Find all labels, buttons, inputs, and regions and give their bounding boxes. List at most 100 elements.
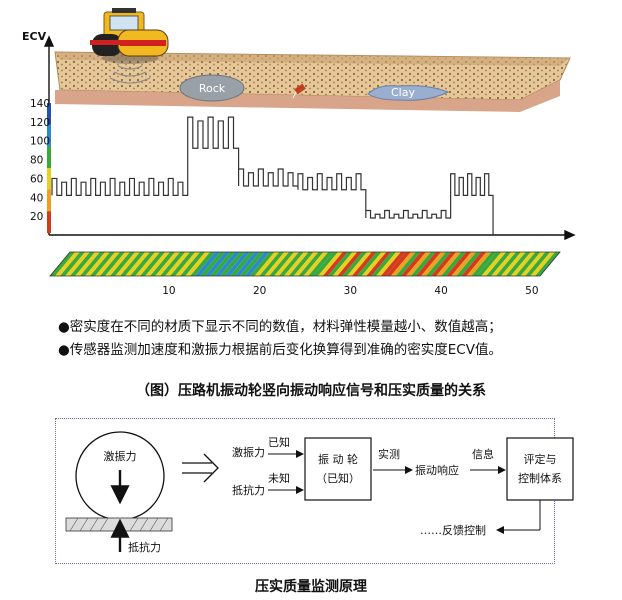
band-stripe <box>510 252 536 276</box>
band-stripe <box>244 252 270 276</box>
resist-force-label: 抵抗力 <box>128 540 161 554</box>
vibration-wave-icon <box>109 65 151 84</box>
band-stripe <box>446 252 472 276</box>
band-stripe <box>361 252 387 276</box>
y-tick-100: 100 <box>30 136 50 148</box>
band-stripe <box>70 252 96 276</box>
drum-box-title: 振 动 轮 <box>318 452 358 466</box>
band-stripe <box>351 252 377 276</box>
band-stripe <box>224 252 250 276</box>
band-stripe <box>288 252 314 276</box>
x-tick-20: 20 <box>253 285 266 297</box>
eval-box-line2: 控制体系 <box>518 471 562 485</box>
implies-arrow-icon <box>182 453 219 483</box>
band-stripe <box>515 252 541 276</box>
band-stripe <box>535 252 560 276</box>
band-stripe <box>254 252 280 276</box>
compaction-color-band <box>49 251 561 277</box>
y-axis-label: ECV <box>22 30 47 43</box>
band-stripe <box>264 252 290 276</box>
band-stripe <box>395 252 421 276</box>
band-stripe <box>205 252 231 276</box>
principle-caption: 压实质量监测原理 <box>255 579 367 595</box>
color-bar-segment <box>47 146 51 168</box>
x-tick-40: 40 <box>434 285 447 297</box>
band-stripe <box>150 252 176 276</box>
y-tick-120: 120 <box>30 117 50 129</box>
ecv-series-line <box>51 116 494 235</box>
band-stripe <box>110 252 136 276</box>
band-stripe <box>85 252 111 276</box>
band-stripe <box>135 252 161 276</box>
band-stripe <box>219 252 245 276</box>
roller-compactor-icon <box>90 8 169 64</box>
band-stripe <box>520 252 546 276</box>
band-stripe <box>405 252 431 276</box>
band-stripe <box>456 252 482 276</box>
band-stripe <box>505 252 531 276</box>
band-stripe <box>431 252 457 276</box>
color-bar-segment <box>47 168 51 190</box>
band-stripe <box>347 252 372 276</box>
band-stripe <box>185 252 211 276</box>
buried-object-icon <box>292 83 306 99</box>
band-stripe <box>229 252 255 276</box>
band-stripe <box>426 252 452 276</box>
rock-icon: Rock <box>179 74 245 102</box>
band-stripe <box>65 252 91 276</box>
x-tick-50: 50 <box>525 285 538 297</box>
band-stripe <box>115 252 141 276</box>
band-stripe <box>55 252 81 276</box>
band-stripe <box>120 252 146 276</box>
band-stripe <box>190 252 216 276</box>
band-stripe <box>356 252 382 276</box>
x-tick-30: 30 <box>344 285 357 297</box>
band-stripe <box>195 252 221 276</box>
band-stripe <box>90 252 116 276</box>
band-stripe <box>293 252 319 276</box>
clay-icon: Clay <box>367 85 450 101</box>
band-stripe <box>145 252 171 276</box>
band-stripe <box>50 252 76 276</box>
band-stripe <box>366 252 392 276</box>
y-tick-20: 20 <box>30 211 43 223</box>
band-stripe <box>313 252 338 276</box>
drum-circle: 激振力 <box>75 431 165 521</box>
rock-label: Rock <box>199 82 226 95</box>
band-stripe <box>283 252 309 276</box>
band-stripe <box>317 252 343 276</box>
band-stripe <box>441 252 467 276</box>
monitoring-principle-diagram: 激振力 抵抗力 激振力 已知 抵抗力 未知 振 动 轮 （已知） 实测 振动响应… <box>65 431 574 554</box>
band-stripe <box>327 252 353 276</box>
band-frame <box>49 251 561 277</box>
band-stripe <box>322 252 348 276</box>
band-stripe <box>461 252 487 276</box>
info-label: 信息 <box>472 447 494 461</box>
band-stripe <box>234 252 260 276</box>
ecv-color-bar <box>47 103 51 233</box>
feedback-arrow <box>496 500 541 534</box>
band-stripe <box>160 252 186 276</box>
band-stripe <box>400 252 426 276</box>
band-stripe <box>486 252 512 276</box>
clay-label: Clay <box>391 86 415 99</box>
band-stripe <box>380 252 406 276</box>
band-stripe <box>390 252 416 276</box>
ground-hatch: 抵抗力 <box>65 517 173 554</box>
color-bar-segment <box>47 103 51 125</box>
eval-box-line1: 评定与 <box>524 452 557 466</box>
band-stripe <box>342 252 368 276</box>
color-bar-segment <box>47 211 51 233</box>
description-bullet-2: ●传感器监测加速度和激振力根据前后变化换算得到准确的密实度ECV值。 <box>58 342 502 358</box>
band-stripe <box>130 252 156 276</box>
feedback-label: ……反馈控制 <box>420 523 486 537</box>
band-stripe <box>481 252 507 276</box>
response-label: 振动响应 <box>415 463 459 477</box>
band-stripe <box>259 252 285 276</box>
y-tick-40: 40 <box>30 192 43 204</box>
band-stripe <box>95 252 121 276</box>
band-stripe <box>140 252 166 276</box>
band-stripe <box>436 252 462 276</box>
